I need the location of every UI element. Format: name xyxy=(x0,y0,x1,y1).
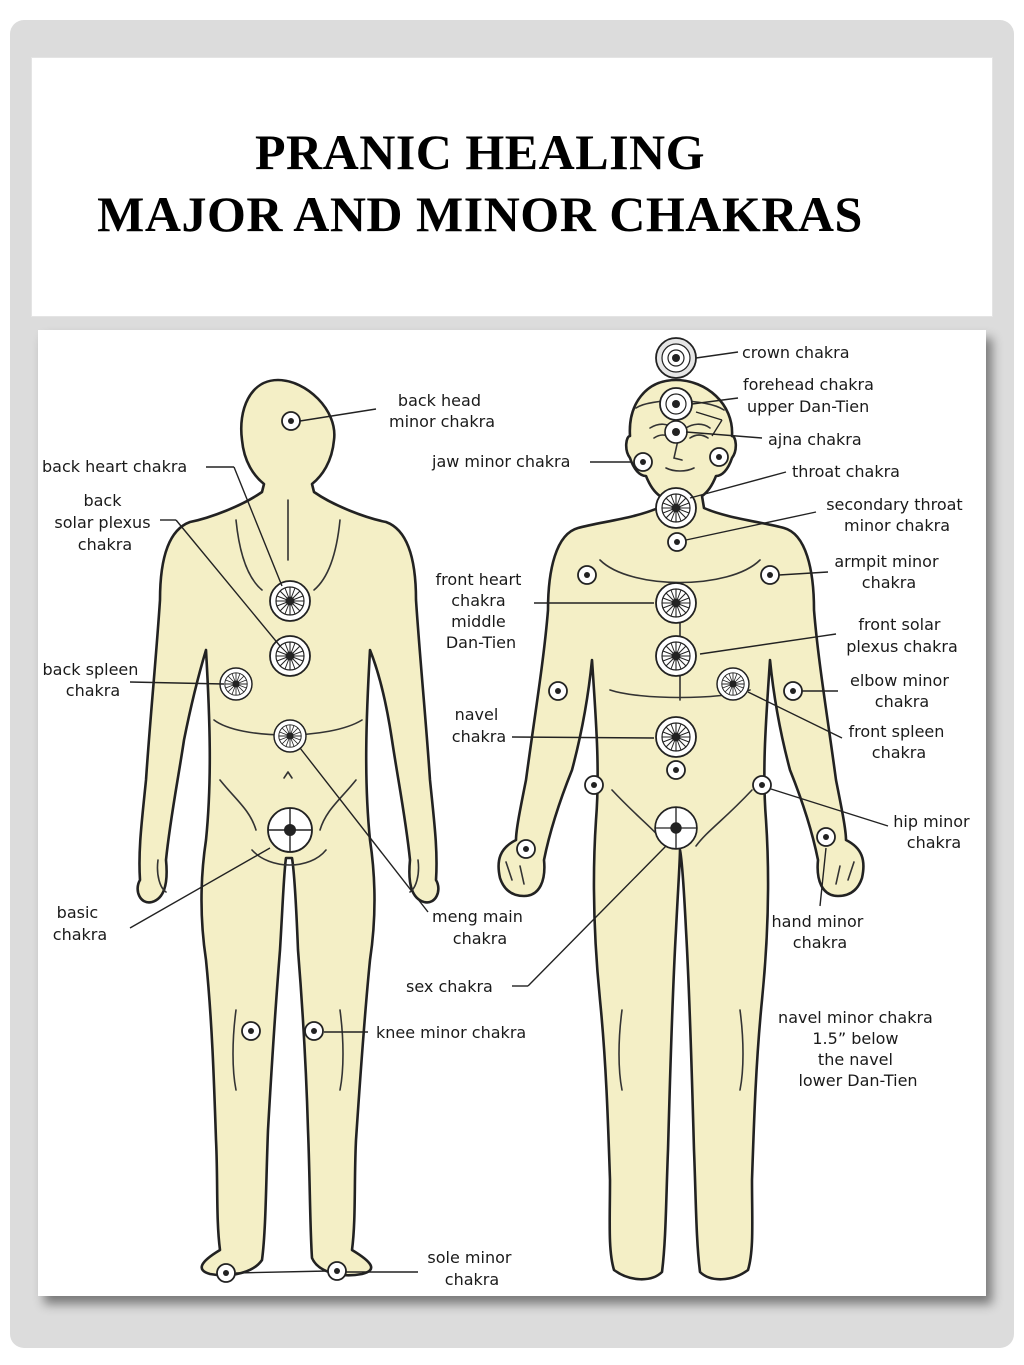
sole-minor-chakra-right xyxy=(327,1261,347,1281)
label-forehead-chakra: forehead chakra upper Dan-Tien xyxy=(743,375,879,416)
jaw-minor-chakra-left xyxy=(633,452,653,472)
front-solar-plexus-chakra xyxy=(655,635,697,677)
page-title-line-1: PRANIC HEALING xyxy=(254,124,706,180)
basic-chakra xyxy=(267,807,313,853)
label-front-solar-plexus-chakra: front solar plexus chakra xyxy=(846,615,958,656)
elbow-minor-chakra-right xyxy=(783,681,803,701)
hand-minor-chakra-right xyxy=(816,827,836,847)
forehead-chakra xyxy=(659,387,693,421)
secondary-throat-minor-chakra xyxy=(667,532,687,552)
label-sex-chakra: sex chakra xyxy=(406,977,493,996)
sex-chakra xyxy=(654,806,698,850)
label-navel-minor-chakra-note: navel minor chakra 1.5” below the navel … xyxy=(778,1008,938,1090)
label-front-heart-chakra: front heart chakra middle Dan-Tien xyxy=(436,570,527,652)
label-back-spleen-chakra: back spleen chakra xyxy=(43,660,144,700)
label-front-spleen-chakra: front spleen chakra xyxy=(848,722,949,762)
crown-chakra xyxy=(655,337,697,379)
label-throat-chakra: throat chakra xyxy=(792,462,900,481)
sole-minor-chakra-left xyxy=(216,1263,236,1283)
label-back-head-minor-chakra: back head minor chakra xyxy=(389,391,495,431)
armpit-minor-chakra-left xyxy=(577,565,597,585)
label-ajna-chakra: ajna chakra xyxy=(768,430,862,449)
back-spleen-chakra xyxy=(219,667,253,701)
knee-minor-chakra-right xyxy=(304,1021,324,1041)
page-title-line-2: MAJOR AND MINOR CHAKRAS xyxy=(97,186,863,242)
back-heart-chakra xyxy=(269,580,311,622)
knee-minor-chakra-left xyxy=(241,1021,261,1041)
label-sole-minor-chakra: sole minor chakra xyxy=(427,1248,516,1289)
label-armpit-minor-chakra: armpit minor chakra xyxy=(834,552,943,592)
title-box xyxy=(32,58,992,316)
label-back-solar-plexus-chakra: back solar plexus chakra xyxy=(54,491,155,554)
throat-chakra xyxy=(655,487,697,529)
elbow-minor-chakra-left xyxy=(548,681,568,701)
label-basic-chakra: basic chakra xyxy=(53,903,107,944)
label-jaw-minor-chakra: jaw minor chakra xyxy=(431,452,570,471)
label-crown-chakra: crown chakra xyxy=(742,343,850,362)
ajna-chakra xyxy=(664,420,688,444)
front-heart-chakra xyxy=(655,582,697,624)
label-hip-minor-chakra: hip minor chakra xyxy=(893,812,974,852)
hip-minor-chakra-left xyxy=(584,775,604,795)
label-back-heart-chakra: back heart chakra xyxy=(42,457,187,476)
label-meng-main-chakra: meng main chakra xyxy=(432,907,528,948)
armpit-minor-chakra-right xyxy=(760,565,780,585)
hand-minor-chakra-left xyxy=(516,839,536,859)
navel-minor-chakra xyxy=(666,760,686,780)
label-hand-minor-chakra: hand minor chakra xyxy=(772,912,869,952)
label-navel-chakra: navel chakra xyxy=(452,705,506,746)
jaw-minor-chakra-right xyxy=(709,447,729,467)
label-elbow-minor-chakra: elbow minor chakra xyxy=(850,671,954,711)
pointer-lines xyxy=(129,351,889,1274)
navel-chakra xyxy=(655,716,697,758)
chakra-diagram: back head minor chakra back heart chakra… xyxy=(38,330,986,1296)
back-head-minor-chakra xyxy=(281,411,301,431)
hip-minor-chakra-right xyxy=(752,775,772,795)
front-spleen-chakra xyxy=(716,667,750,701)
label-knee-minor-chakra: knee minor chakra xyxy=(376,1023,526,1042)
meng-main-chakra xyxy=(273,719,307,753)
label-secondary-throat-minor-chakra: secondary throat minor chakra xyxy=(826,495,968,535)
